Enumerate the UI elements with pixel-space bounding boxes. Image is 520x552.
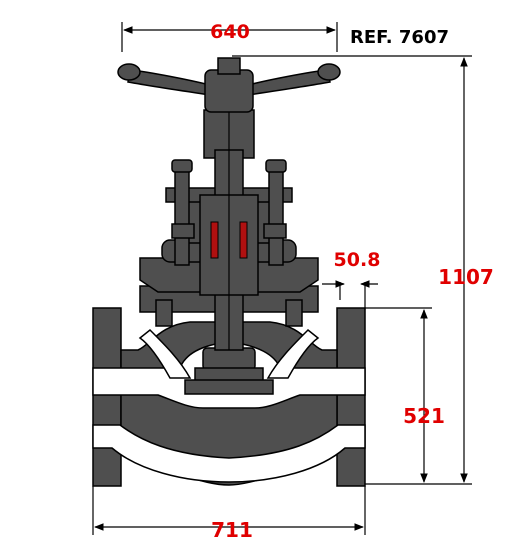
dim-handwheel-diameter: 640 xyxy=(210,21,250,43)
yoke-bolts xyxy=(155,159,303,327)
dim-overall-height: 1107 xyxy=(438,265,494,289)
body-cavity xyxy=(92,328,366,483)
valve-disc xyxy=(184,347,274,395)
handwheel xyxy=(117,57,341,113)
dim-face-to-face: 711 xyxy=(211,518,253,542)
dimension-lines xyxy=(92,22,472,535)
dim-center-height: 521 xyxy=(403,404,445,428)
packing xyxy=(210,221,248,259)
dim-flange-thickness: 50.8 xyxy=(334,249,381,271)
reference-label: REF. 7607 xyxy=(350,27,449,48)
